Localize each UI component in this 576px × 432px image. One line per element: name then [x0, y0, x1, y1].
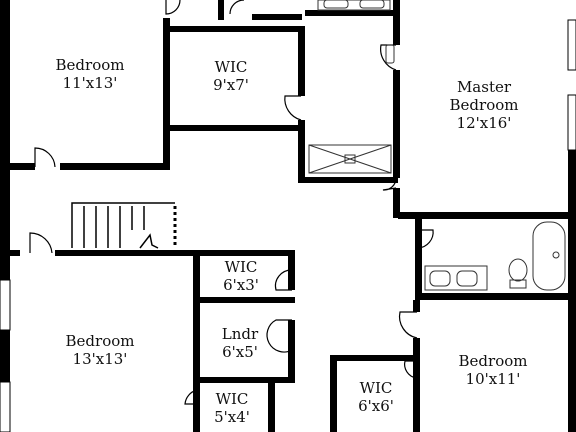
room-name: WIC [360, 379, 393, 397]
wall-wic-top-south [163, 125, 305, 131]
wall-bedroom-sw-east [193, 250, 200, 432]
wall-top-closet-south [252, 14, 302, 20]
room-size: 13'x13' [73, 350, 128, 368]
door-top-left [165, 0, 181, 15]
room-size: 10'x11' [466, 370, 521, 388]
wall-master-bath-west [415, 218, 422, 300]
bathtub [532, 221, 566, 291]
wall-hall-left [10, 250, 20, 256]
vanity-top [317, 0, 391, 11]
exterior-wall-right [568, 150, 576, 212]
wall-bath-west [298, 120, 305, 182]
wall-master-bath-south [415, 293, 576, 300]
room-name: Bedroom [459, 352, 528, 370]
wall-bedroom-sw-north [55, 250, 295, 256]
door-wic-small [274, 269, 293, 291]
room-name: WIC [216, 390, 249, 408]
room-size: 12'x16' [457, 114, 512, 132]
toilet-tank [509, 279, 527, 289]
door-wic-se [404, 360, 417, 379]
window-right-middle [567, 94, 576, 151]
door-bedroom-se [398, 311, 418, 339]
wall-laundry-south [200, 377, 295, 383]
door-master-bath-wc [417, 229, 434, 249]
vanity-master [424, 265, 488, 291]
wall-laundry-east [288, 320, 295, 382]
windows [0, 19, 576, 432]
room-name: Bedroom [66, 332, 135, 350]
wall-wic-bottom-east [268, 383, 275, 432]
window-left-lower [0, 381, 11, 432]
wall-bedroom-se-west-top [413, 300, 420, 312]
room-name: WIC [215, 58, 248, 76]
door-bedroom-sw [29, 232, 53, 254]
shower [308, 144, 392, 174]
wall-master-west-top [393, 0, 400, 45]
wall-bedroom-nw-east [163, 18, 170, 168]
room-size: 6'x6' [358, 397, 394, 415]
window-right-top [567, 19, 576, 71]
room-name-line2: Bedroom [450, 96, 519, 114]
room-name: WIC [225, 258, 258, 276]
fixtures [308, 0, 566, 291]
wall-master-south [398, 212, 576, 219]
room-name: Bedroom [56, 56, 125, 74]
door-wic-top [284, 95, 302, 121]
wall-master-west [393, 70, 400, 178]
window-left [0, 279, 11, 331]
wall-wic-se-west [330, 355, 337, 432]
door-master [380, 44, 397, 71]
sink-top-left [323, 0, 349, 9]
door-bedroom-nw [34, 147, 56, 168]
wall-bath-south [298, 177, 398, 183]
wall-wic-top-east [298, 26, 305, 96]
door-top-closet [229, 0, 245, 15]
room-size: 6'x3' [223, 276, 259, 294]
stair-break [139, 233, 159, 249]
door-wic-bottom [184, 389, 198, 405]
wall-master-west-bottom [393, 188, 400, 218]
exterior-wall-right-lower [568, 212, 576, 432]
room-size: 9'x7' [213, 76, 249, 94]
shower-drain [344, 154, 356, 164]
room-labels: Bedroom 11'x13' WIC 9'x7' Master Bedroom… [56, 56, 528, 426]
wall-bedroom-nw-south-left [10, 163, 35, 170]
wall-wic-top-north [163, 26, 305, 32]
toilet-bath [385, 44, 395, 64]
toilet-master [508, 258, 528, 282]
room-name: Master [457, 78, 512, 96]
door-laundry [266, 319, 293, 353]
wall-wic-se-east [413, 338, 420, 432]
wall-bath-north [305, 10, 399, 16]
sink-master-right [456, 270, 478, 287]
room-size: 11'x13' [63, 74, 118, 92]
room-name: Lndr [222, 325, 259, 343]
stairs [71, 202, 177, 249]
room-size: 5'x4' [214, 408, 250, 426]
sink-master-left [429, 270, 451, 287]
exterior-wall-left-lower [0, 330, 10, 382]
tub-drain [552, 251, 560, 259]
doors [29, 0, 434, 405]
sink-top-right [359, 0, 385, 9]
wall-wic-se-north [330, 355, 420, 361]
exterior-wall-left-upper [0, 0, 10, 280]
wall-top-closet [218, 0, 224, 20]
wall-wic-small-south [200, 297, 295, 303]
wall-bedroom-nw-south [60, 163, 170, 170]
shower-diagonal [308, 144, 392, 174]
room-size: 6'x5' [222, 343, 258, 361]
door-master-bath [382, 177, 397, 191]
stair-outline [71, 202, 175, 248]
